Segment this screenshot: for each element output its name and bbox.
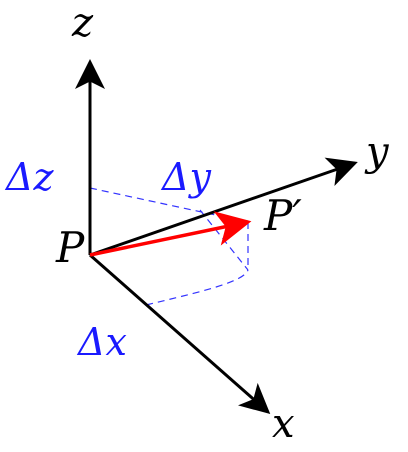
point-p-label: P: [55, 223, 85, 272]
point-p-prime-label: P′: [263, 191, 302, 240]
delta-z-label: Δz: [4, 155, 54, 199]
z-axis-label: z: [71, 0, 94, 46]
y-axis-label: y: [364, 129, 390, 175]
x-axis-label: x: [272, 401, 295, 447]
delta-y-label: Δy: [160, 155, 211, 199]
floor-projection-curve: [145, 269, 249, 306]
displacement-vector: [89, 211, 252, 257]
dy-guide-line: [199, 209, 249, 271]
delta-x-label: Δx: [76, 320, 127, 364]
x-axis: [89, 253, 271, 414]
axes: [75, 59, 358, 414]
y-axis: [89, 157, 358, 257]
